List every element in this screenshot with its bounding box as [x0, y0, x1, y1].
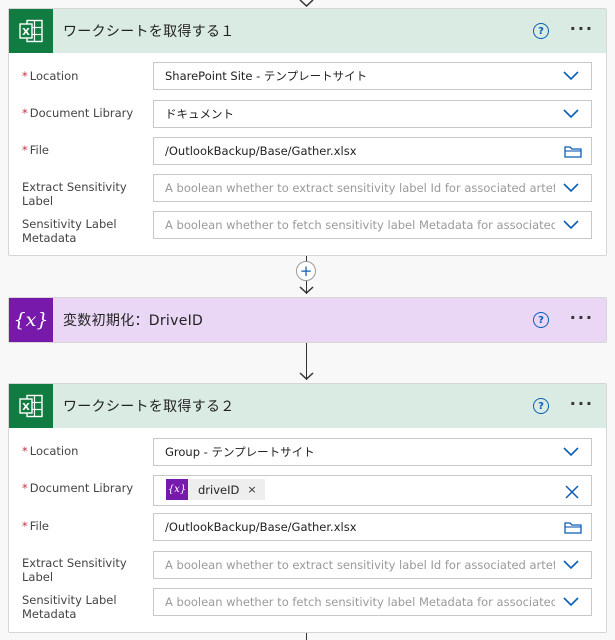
location-label: *Location: [22, 444, 79, 458]
clear-icon[interactable]: [565, 485, 579, 499]
connector-arrowhead: [299, 372, 314, 381]
chevron-down-icon: [563, 447, 579, 457]
file-label: *File: [22, 519, 49, 533]
chevron-down-icon: [563, 71, 579, 81]
connector-line: [306, 633, 307, 640]
sensitivity-metadata-label: Sensitivity Label Metadata: [22, 217, 117, 245]
action-card-initialize-variable: {x} 変数初期化：DriveID ? ···: [8, 297, 607, 343]
help-icon[interactable]: ?: [533, 312, 549, 328]
extract-sensitivity-dropdown[interactable]: A boolean whether to extract sensitivity…: [153, 551, 592, 579]
file-input[interactable]: /OutlookBackup/Base/Gather.xlsx: [153, 513, 592, 541]
extract-sensitivity-label: Extract Sensitivity Label: [22, 180, 127, 208]
extract-sensitivity-label: Extract Sensitivity Label: [22, 556, 127, 584]
connector-line: [306, 343, 307, 380]
excel-icon: X: [9, 384, 53, 428]
variable-icon: {x}: [166, 479, 188, 500]
chevron-down-icon: [563, 109, 579, 119]
document-library-label: *Document Library: [22, 481, 134, 495]
document-library-input[interactable]: {x} driveID ×: [153, 475, 592, 506]
help-icon[interactable]: ?: [533, 398, 549, 414]
dynamic-content-token[interactable]: {x} driveID ×: [166, 479, 265, 500]
folder-icon[interactable]: [564, 145, 582, 158]
required-marker: *: [22, 69, 28, 83]
sensitivity-metadata-label: Sensitivity Label Metadata: [22, 593, 117, 621]
card-title: ワークシートを取得する１: [63, 24, 235, 40]
file-label: *File: [22, 143, 49, 157]
document-library-dropdown[interactable]: ドキュメント: [153, 100, 592, 128]
insert-step-button[interactable]: +: [296, 261, 316, 281]
chevron-down-icon: [563, 183, 579, 193]
more-options-icon[interactable]: ···: [569, 308, 594, 327]
file-input[interactable]: /OutlookBackup/Base/Gather.xlsx: [153, 137, 592, 165]
card-header[interactable]: {x} 変数初期化：DriveID ? ···: [9, 298, 606, 342]
token-remove-icon[interactable]: ×: [247, 482, 257, 496]
location-dropdown[interactable]: Group - テンプレートサイト: [153, 438, 592, 466]
chevron-down-icon: [563, 597, 579, 607]
card-header[interactable]: X ワークシートを取得する１ ? ···: [9, 9, 606, 53]
extract-sensitivity-dropdown[interactable]: A boolean whether to extract sensitivity…: [153, 174, 592, 202]
more-options-icon[interactable]: ···: [569, 394, 594, 413]
card-title: 変数初期化：DriveID: [63, 313, 204, 329]
more-options-icon[interactable]: ···: [569, 19, 594, 38]
sensitivity-metadata-dropdown[interactable]: A boolean whether to fetch sensitivity l…: [153, 211, 592, 239]
sensitivity-metadata-dropdown[interactable]: A boolean whether to fetch sensitivity l…: [153, 588, 592, 616]
location-dropdown[interactable]: SharePoint Site - テンプレートサイト: [153, 62, 592, 90]
document-library-label: *Document Library: [22, 106, 134, 120]
location-label: *Location: [22, 69, 79, 83]
folder-icon[interactable]: [564, 521, 582, 534]
action-card-get-worksheet-2: X ワークシートを取得する２ ? ··· *Location Group - テ…: [8, 383, 607, 633]
token-label: driveID: [198, 482, 240, 497]
connector-arrow-top: [299, 0, 314, 8]
excel-icon: X: [9, 9, 53, 53]
chevron-down-icon: [563, 560, 579, 570]
chevron-down-icon: [563, 220, 579, 230]
svg-text:X: X: [22, 402, 30, 413]
connector-arrowhead: [299, 286, 314, 295]
help-icon[interactable]: ?: [533, 23, 549, 39]
svg-text:X: X: [22, 27, 30, 38]
card-title: ワークシートを取得する２: [63, 399, 235, 415]
card-header[interactable]: X ワークシートを取得する２ ? ···: [9, 384, 606, 428]
variable-icon: {x}: [9, 298, 53, 342]
action-card-get-worksheet-1: X ワークシートを取得する１ ? ··· *Location SharePoin…: [8, 8, 607, 256]
